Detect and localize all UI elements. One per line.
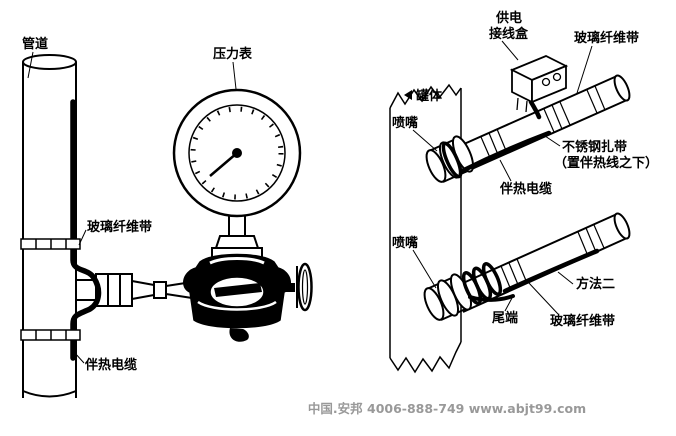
right-diagram <box>389 55 631 374</box>
gauge-dial <box>188 104 286 202</box>
tank-wall <box>389 83 462 374</box>
left-diagram <box>20 54 313 398</box>
gauge-stem-hex <box>214 235 260 249</box>
valve-assembly <box>183 253 313 342</box>
tape-wrap-marks-top <box>480 85 606 161</box>
heat-trace-cable-left <box>70 99 102 361</box>
labels: 管道 压力表 玻璃纤维带 伴热电缆 供电 接线盒 罐体 玻璃纤维带 喷嘴 不锈钢… <box>22 10 658 373</box>
label-power-box-line2: 接线盒 <box>489 26 529 42</box>
label-power-box-line1: 供电 <box>495 10 522 26</box>
label-pressure-gauge: 压力表 <box>213 46 253 62</box>
label-heat-trace-cable-right: 伴热电缆 <box>499 181 552 197</box>
cable-tail-end <box>468 294 515 302</box>
label-fiberglass-tape-bottom: 玻璃纤维带 <box>550 313 615 329</box>
nozzle-bottom-assembly <box>423 212 631 321</box>
label-nozzle-top: 喷嘴 <box>392 115 418 131</box>
gauge-hub <box>232 148 242 158</box>
tape-wrap-marks-bottom <box>500 224 605 291</box>
pressure-gauge <box>172 88 302 258</box>
label-pipe: 管道 <box>22 36 48 52</box>
pipe-open-end-top <box>613 74 631 102</box>
vertical-pipe <box>22 54 77 398</box>
tank-break-bottom <box>389 341 462 374</box>
tank-arrow <box>404 90 412 100</box>
valve-handle-shaft <box>278 283 295 292</box>
valve-handle <box>297 262 313 312</box>
label-stainless-tie-line2: （置伴热线之下） <box>554 155 658 171</box>
label-fiberglass-tape-left: 玻璃纤维带 <box>87 219 152 235</box>
gauge-needle <box>209 152 238 177</box>
nozzle-top-assembly <box>425 74 631 183</box>
label-stainless-tie-line1: 不锈钢扎带 <box>562 139 627 155</box>
nozzle-flange-cap <box>425 149 447 183</box>
label-fiberglass-tape-top: 玻璃纤维带 <box>574 30 639 46</box>
label-nozzle-bottom: 喷嘴 <box>392 235 418 251</box>
watermark-text: 中国.安邦 4006-888-749 www.abjt99.com <box>308 401 586 416</box>
label-heat-trace-cable-left: 伴热电缆 <box>84 357 137 373</box>
pipe-open-end-bottom <box>613 212 631 240</box>
terminal-hole <box>541 77 551 87</box>
heat-trace-cable-top <box>459 99 552 174</box>
leader-lines <box>27 40 593 364</box>
tank-break-top <box>389 83 462 109</box>
label-tank: 罐体 <box>415 88 443 104</box>
terminal-hole <box>552 72 562 82</box>
gauge-tick-ring <box>190 106 284 200</box>
valve-lever <box>214 283 262 297</box>
label-tail-end: 尾端 <box>492 310 518 326</box>
cable-wrap-top <box>441 141 463 179</box>
label-method-two: 方法二 <box>576 276 615 292</box>
valve-drain <box>229 328 249 342</box>
junction-box <box>509 55 569 113</box>
nozzle-flange-cap <box>423 287 445 321</box>
